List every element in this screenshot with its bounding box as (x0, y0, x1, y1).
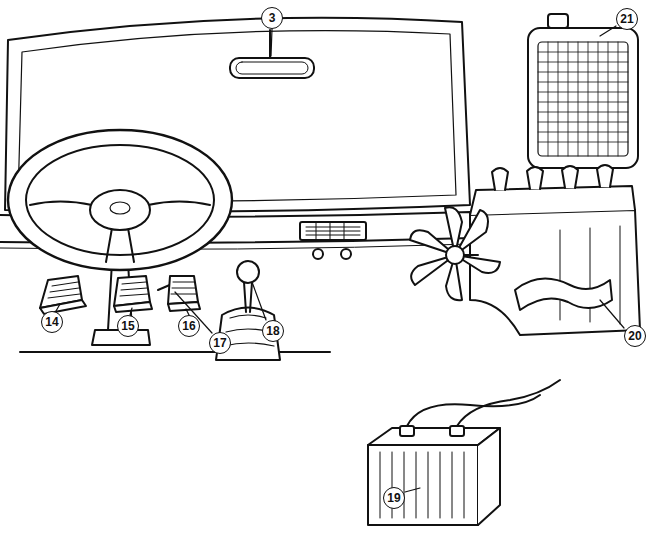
callout-number: 19 (383, 487, 405, 509)
callout-number: 18 (262, 320, 284, 342)
radiator-core (538, 42, 628, 156)
battery-body (368, 445, 478, 525)
vent-lines (306, 223, 360, 239)
exhaust-manifold (515, 279, 612, 310)
callout-number: 20 (624, 325, 646, 347)
fan-shaft (464, 254, 478, 256)
callout-number: 15 (117, 315, 139, 337)
brake-pedal-face (114, 302, 152, 312)
radiator-grid (538, 42, 628, 156)
steering-wheel-inner (26, 145, 214, 255)
rear-view-mirror (230, 58, 314, 78)
callout-number: 21 (616, 8, 638, 30)
dash-knob (341, 249, 351, 259)
leader-lines (56, 26, 624, 492)
gear-knob (237, 261, 259, 283)
brake-pedal (114, 276, 150, 306)
dash-knob (313, 249, 323, 259)
battery-terminal (400, 426, 414, 436)
floor-line (20, 351, 330, 353)
mirror-stem (269, 30, 271, 60)
radiator-cap (548, 14, 568, 28)
dash-vent (300, 222, 366, 240)
pedals (40, 276, 200, 314)
engine-block (470, 210, 640, 335)
spark-plugs (492, 165, 613, 190)
mirror-glass (236, 62, 308, 74)
gas-pedal-face (168, 302, 200, 311)
callout-number: 17 (209, 332, 231, 354)
battery-side (478, 428, 500, 525)
battery-ribs (380, 452, 464, 518)
battery-terminal (450, 426, 464, 436)
wheel-hub (90, 190, 150, 230)
steering-wheel (8, 130, 232, 270)
gas-pedal (168, 276, 198, 304)
cooling-fan (410, 207, 500, 300)
gear-stick (244, 282, 252, 312)
callout-number: 14 (41, 311, 63, 333)
callout-number: 3 (261, 7, 283, 29)
engine-ribs (560, 226, 620, 324)
battery-cable (457, 380, 560, 426)
pedal-ribs (48, 282, 196, 298)
radiator (528, 28, 638, 168)
callout-number: 16 (178, 315, 200, 337)
hub-center (110, 202, 130, 214)
